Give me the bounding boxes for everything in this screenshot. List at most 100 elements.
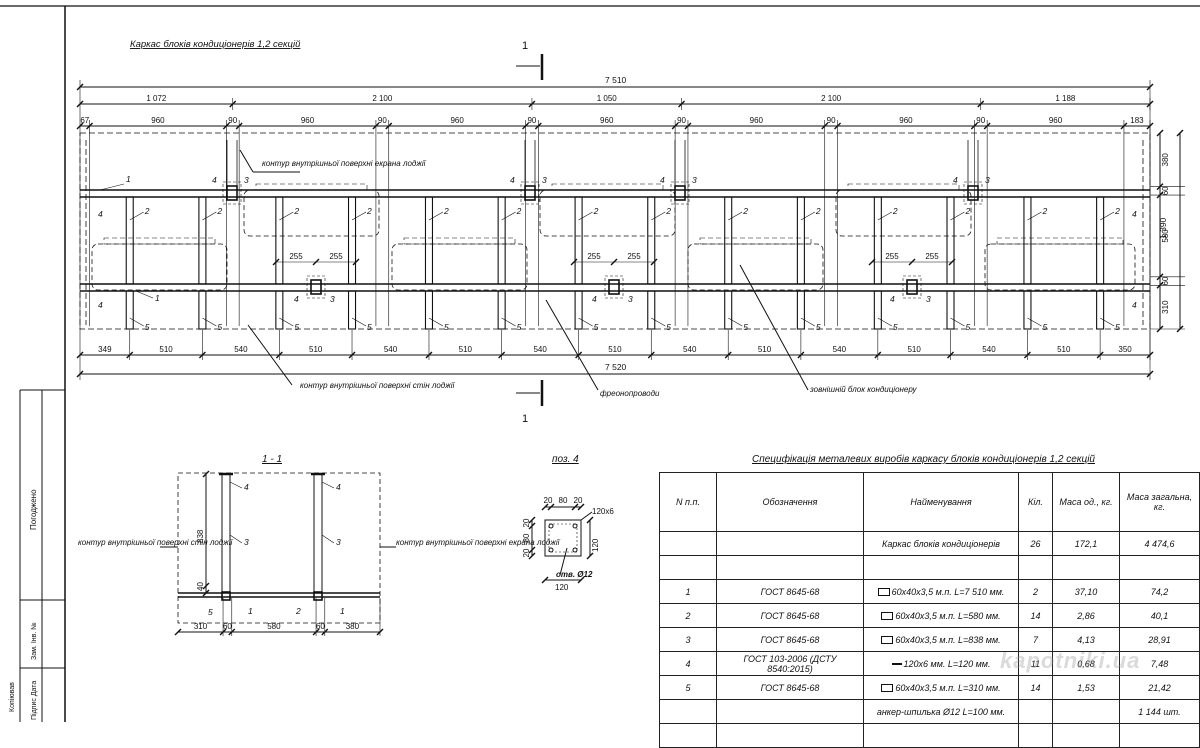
pos-label: 3	[628, 294, 633, 304]
spec-col-n: N п.п.	[659, 472, 717, 532]
bottom-seg-dim-0: 349	[98, 345, 112, 354]
spec-cell-designation	[716, 723, 864, 748]
bottom-seg-dim-11: 510	[907, 345, 921, 354]
bottom-seg-dim-7: 510	[608, 345, 622, 354]
bottom-seg-dim-2: 540	[234, 345, 248, 354]
pos-label: 2	[516, 206, 522, 216]
stub-pos-5	[873, 290, 882, 330]
angle-pos-3	[674, 185, 686, 201]
spec-cell-unit: 0,68	[1052, 651, 1120, 676]
spec-cell-total: 4 474,6	[1119, 531, 1200, 556]
dim-255: 255	[627, 252, 641, 261]
spec-cell-text: 14	[1030, 682, 1041, 693]
outdoor-unit-contour	[243, 189, 380, 237]
pos-label: 5	[666, 322, 671, 332]
spec-cell-unit	[1052, 699, 1120, 724]
bottom-seg-dim-8: 540	[683, 345, 697, 354]
pos-label: 3	[692, 175, 697, 185]
spec-cell-qty	[1018, 723, 1053, 748]
spec-cell-qty: 2	[1018, 579, 1053, 604]
outdoor-unit-contour	[91, 243, 228, 291]
section-dim-0: 310	[194, 622, 208, 631]
pos-label: 1	[248, 606, 253, 616]
pos-label: 3	[985, 175, 990, 185]
stub-pos-5	[796, 290, 805, 330]
section-dim-2: 580	[267, 622, 281, 631]
outdoor-unit-contour	[687, 243, 824, 291]
spec-cell-text: ГОСТ 8645-68	[760, 634, 820, 645]
spec-cell-unit: 1,53	[1052, 675, 1120, 700]
stub-pos-5	[1023, 290, 1032, 330]
right-dim-4: 310	[1161, 300, 1170, 314]
outdoor-unit-contour	[391, 243, 528, 291]
angle-pos-3	[906, 279, 918, 295]
stub-pos-5	[647, 290, 656, 330]
post-pos-2	[198, 196, 207, 285]
spec-col-qty: Кіл.	[1018, 472, 1053, 532]
pos-label: 2	[965, 206, 971, 216]
row2-seg-dim-1: 960	[151, 116, 165, 125]
pos-label: 2	[1114, 206, 1120, 216]
spec-cell-designation	[716, 531, 864, 556]
spec-col-total-mass: Маса загальна, кг.	[1119, 472, 1200, 532]
tube-profile-icon	[881, 636, 894, 645]
spec-cell-text: 7,48	[1150, 658, 1169, 669]
row2-seg-dim-12: 90	[976, 116, 985, 125]
pos-label: 5	[1042, 322, 1047, 332]
dim-255: 255	[289, 252, 303, 261]
table-row	[659, 723, 1200, 748]
spec-cell-text: 60x40x3,5 м.п. L=310 мм.	[895, 682, 1001, 693]
outdoor-unit-contour	[984, 243, 1136, 291]
spec-cell-total	[1119, 555, 1200, 580]
table-row: анкер-шпилька Ø12 L=100 мм.1 144 шт.	[659, 699, 1200, 724]
spec-cell-n	[659, 531, 717, 556]
top-seg-dim-0: 1 072	[146, 94, 167, 103]
spec-cell-text: ГОСТ 8645-68	[760, 610, 820, 621]
angle-pos-3	[608, 279, 620, 295]
pos-label: 3	[244, 175, 249, 185]
spec-cell-text: 21,42	[1148, 682, 1171, 693]
spec-cell-unit: 37,10	[1052, 579, 1120, 604]
pos-label: 4	[336, 482, 341, 492]
spec-cell-designation: ГОСТ 8645-68	[716, 675, 864, 700]
outdoor-unit-contour	[539, 189, 676, 237]
stub-pos-5	[125, 290, 134, 330]
row2-seg-dim-7: 960	[600, 116, 614, 125]
pos-label: 4	[294, 294, 299, 304]
pos-label: 4	[212, 175, 217, 185]
pos-label: 5	[217, 322, 222, 332]
section-dim-4: 380	[346, 622, 360, 631]
post-pos-2	[497, 196, 506, 285]
spec-cell-text: Каркас блоків кондиціонерів	[882, 538, 1000, 549]
spec-cell-unit	[1052, 723, 1120, 748]
tube-profile-icon	[877, 588, 890, 597]
spec-header-row: N п.п. Обозначення Найменування Кіл. Мас…	[659, 472, 1200, 532]
dim-255: 255	[925, 252, 939, 261]
row2-seg-dim-11: 960	[899, 116, 913, 125]
post-pos-2	[1096, 196, 1105, 285]
spec-cell-qty: 14	[1018, 603, 1053, 628]
top-seg-dim-2: 1 050	[597, 94, 618, 103]
spec-cell-qty: 26	[1018, 531, 1053, 556]
section-dim-1: 60	[223, 622, 232, 631]
spec-col-designation: Обозначення	[716, 472, 864, 532]
stub-pos-5	[198, 290, 207, 330]
pos-label: 5	[893, 322, 898, 332]
pos-label: 4	[592, 294, 597, 304]
pos-label: 2	[815, 206, 821, 216]
spec-cell-unit: 2,86	[1052, 603, 1120, 628]
bottom-seg-dim-14: 350	[1118, 345, 1132, 354]
pos-label: 4	[660, 175, 665, 185]
spec-cell-total	[1119, 723, 1200, 748]
spec-cell-name	[863, 723, 1019, 748]
spec-cell-name: анкер-шпилька Ø12 L=100 мм.	[863, 699, 1019, 724]
right-dim-3: 60	[1161, 276, 1170, 285]
pos-label: 3	[542, 175, 547, 185]
spec-cell-designation: ГОСТ 8645-68	[716, 579, 864, 604]
pos-label: 2	[293, 206, 299, 216]
spec-cell-name: 60x40x3,5 м.п. L=580 мм.	[863, 603, 1019, 628]
bottom-seg-dim-3: 510	[309, 345, 323, 354]
